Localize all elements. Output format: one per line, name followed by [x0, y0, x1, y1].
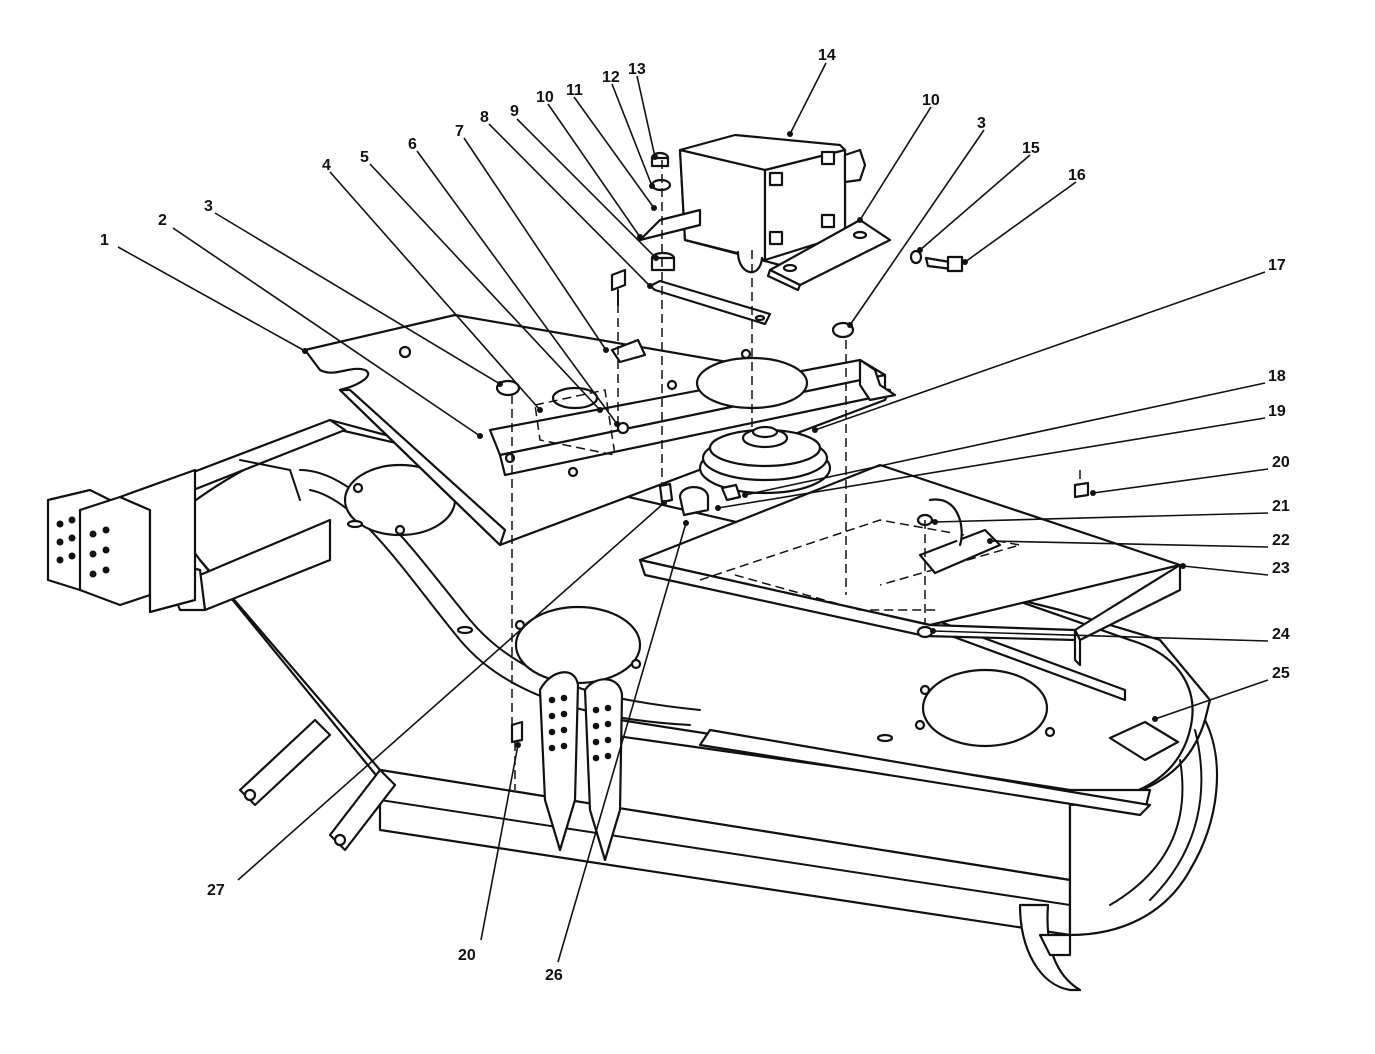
callout-10: 10	[536, 89, 554, 106]
pulley	[698, 425, 832, 495]
leader-lines	[117, 62, 1269, 963]
leader-dots	[302, 131, 1186, 748]
belt-cover-plate-right	[638, 463, 1182, 667]
callout-17: 17	[1268, 257, 1286, 274]
callout-13: 13	[628, 61, 646, 78]
callout-18: 18	[1268, 368, 1286, 385]
callout-labels: 1 2 3 4 5 6 7 8 9 10 11 12 13 14 10 3 15…	[100, 47, 1290, 984]
callout-6: 6	[408, 136, 417, 153]
callout-7: 7	[455, 123, 464, 140]
assembly-lines	[511, 160, 1081, 790]
callout-3-right: 3	[977, 115, 986, 132]
callout-16: 16	[1068, 167, 1086, 184]
callout-20-right: 20	[1272, 454, 1290, 471]
callout-8: 8	[480, 109, 489, 126]
mower-deck-housing	[46, 418, 1219, 992]
blade-opening	[921, 668, 1049, 748]
callout-2: 2	[158, 212, 167, 229]
callout-15: 15	[1022, 140, 1040, 157]
callout-26: 26	[545, 967, 563, 984]
discharge-arrow	[1108, 720, 1180, 762]
callout-4: 4	[322, 157, 331, 174]
callout-20-bottom: 20	[458, 947, 476, 964]
callout-5: 5	[360, 149, 369, 166]
callout-19: 19	[1268, 403, 1286, 420]
callout-23: 23	[1272, 560, 1290, 577]
callout-3: 3	[204, 198, 213, 215]
height-adjust-plate-left	[46, 468, 197, 614]
callout-21: 21	[1272, 498, 1290, 515]
callout-27: 27	[207, 882, 225, 899]
callout-22: 22	[1272, 532, 1290, 549]
callout-10-right: 10	[922, 92, 940, 109]
callout-9: 9	[510, 103, 519, 120]
callout-1: 1	[100, 232, 109, 249]
height-adjust-plate-front	[538, 671, 624, 862]
electric-clutch-housing	[638, 133, 892, 292]
callout-24: 24	[1272, 626, 1290, 643]
callout-12: 12	[602, 69, 620, 86]
callout-14: 14	[818, 47, 836, 64]
belt-cover-plate-left	[303, 313, 897, 547]
callout-11: 11	[566, 82, 583, 99]
callout-25: 25	[1272, 665, 1290, 682]
decal-outline	[534, 389, 616, 456]
